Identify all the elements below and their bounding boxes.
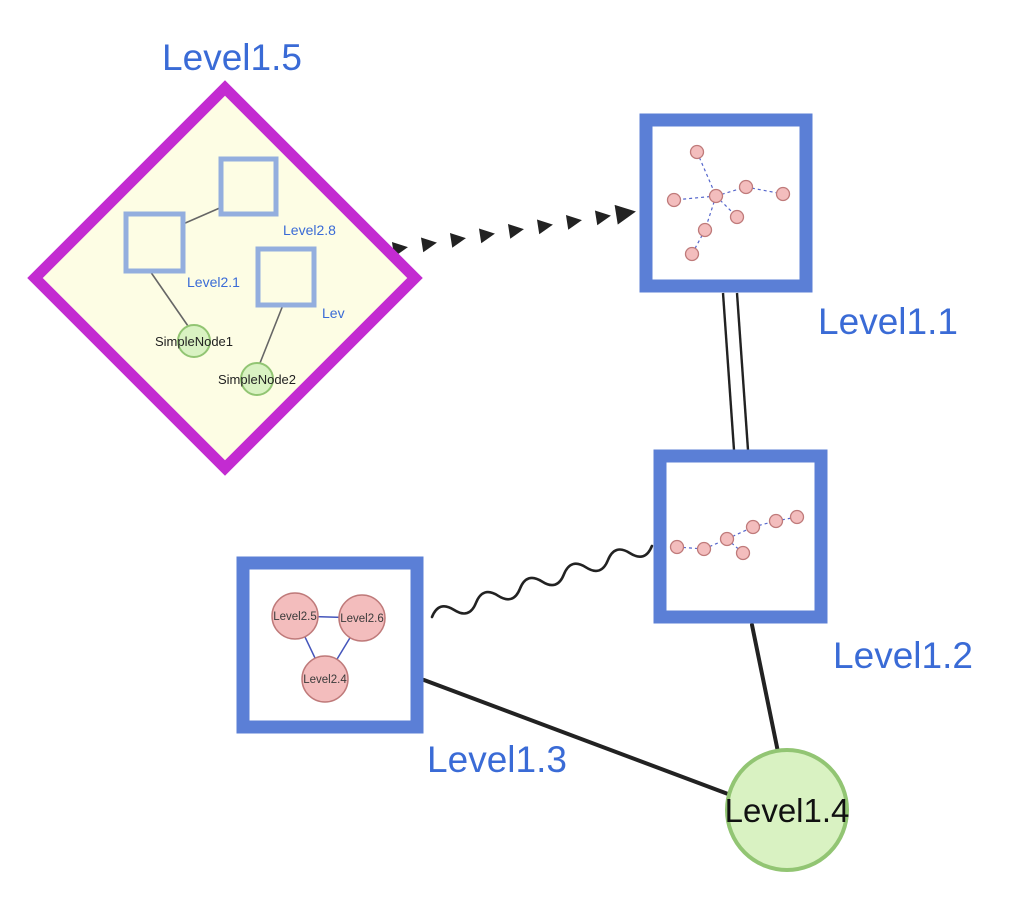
node-label-level1_3: Level1.3: [427, 739, 567, 780]
mini-edge[interactable]: [676, 546, 705, 550]
node-simplenode2[interactable]: [240, 362, 274, 396]
mini-node[interactable]: [697, 222, 713, 238]
edge-level1_5-level1_1[interactable]: [391, 204, 636, 257]
edge-lev-simplenode2[interactable]: [259, 304, 284, 364]
mini-node[interactable]: [729, 209, 745, 225]
node-level1_2[interactable]: [653, 449, 828, 624]
mini-node[interactable]: [684, 246, 700, 262]
node-label-simplenode1: SimpleNode1: [155, 334, 233, 349]
edge-level1_2-level1_4[interactable]: [750, 623, 780, 754]
mini-node[interactable]: [719, 531, 735, 547]
mini-node[interactable]: [666, 192, 682, 208]
node-frame-level1_3[interactable]: [236, 556, 424, 734]
node-label-level1_5: Level1.5: [162, 37, 302, 78]
mini-graph-level1_1: [666, 144, 791, 262]
node-label-level2_8: Level2.8: [283, 222, 336, 238]
mini-node[interactable]: [745, 519, 761, 535]
edge-level1_1-level1_2[interactable]: [721, 292, 750, 451]
node-simplenode1[interactable]: [177, 324, 211, 358]
node-level2_6[interactable]: [338, 594, 386, 642]
mini-edge[interactable]: [696, 151, 717, 197]
mini-edge[interactable]: [691, 229, 706, 255]
diamond-shape[interactable]: [27, 80, 423, 476]
node-level2_5[interactable]: [271, 592, 319, 640]
node-level2_partial[interactable]: [255, 246, 317, 308]
node-level2_8[interactable]: [218, 156, 279, 217]
node-label-level2_6: Level2.6: [340, 613, 383, 625]
node-label-simplenode2: SimpleNode2: [218, 372, 296, 387]
edge-level1_3-level1_2[interactable]: [430, 544, 654, 619]
mini-node[interactable]: [689, 144, 705, 160]
edge-level2_1-simplenode1[interactable]: [149, 270, 189, 327]
mini-node[interactable]: [735, 545, 751, 561]
node-label-level1_4: Level1.4: [725, 792, 850, 829]
mini-node[interactable]: [708, 188, 724, 204]
mini-node[interactable]: [738, 179, 754, 195]
node-level1_4[interactable]: Level1.4: [725, 748, 850, 872]
mini-node[interactable]: [669, 539, 685, 555]
edge-level2_8-level2_1[interactable]: [182, 206, 223, 225]
node-label-level2_4: Level2.4: [303, 674, 347, 686]
node-level2_4[interactable]: [301, 655, 349, 703]
node-shape-level1_4[interactable]: [725, 748, 849, 872]
node-level1_1[interactable]: [639, 113, 813, 293]
mini-graph-level1_2: [669, 509, 805, 561]
mini-node[interactable]: [789, 509, 805, 525]
edge-level1_3-level1_4[interactable]: [422, 678, 730, 796]
node-level2_1[interactable]: [123, 211, 186, 274]
node-label-level1_1: Level1.1: [818, 301, 958, 342]
mini-graph-level1_3: Level2.5 Level2.6 Level2.4: [271, 592, 386, 703]
node-label-level2_1: Level2.1: [187, 274, 240, 290]
mini-edge[interactable]: [726, 526, 754, 540]
node-frame-level1_2[interactable]: [653, 449, 828, 624]
node-label-level2_partial: Lev: [322, 305, 345, 321]
node-label-level1_2: Level1.2: [833, 635, 973, 676]
node-level1_3[interactable]: Level2.5 Level2.6 Level2.4: [236, 556, 424, 734]
node-label-level2_5: Level2.5: [273, 611, 316, 623]
mini-node[interactable]: [696, 541, 712, 557]
mini-node[interactable]: [775, 186, 791, 202]
node-level1_5[interactable]: Level2.8 Level2.1 Lev SimpleNode1 Simple…: [27, 80, 423, 476]
mini-node[interactable]: [768, 513, 784, 529]
